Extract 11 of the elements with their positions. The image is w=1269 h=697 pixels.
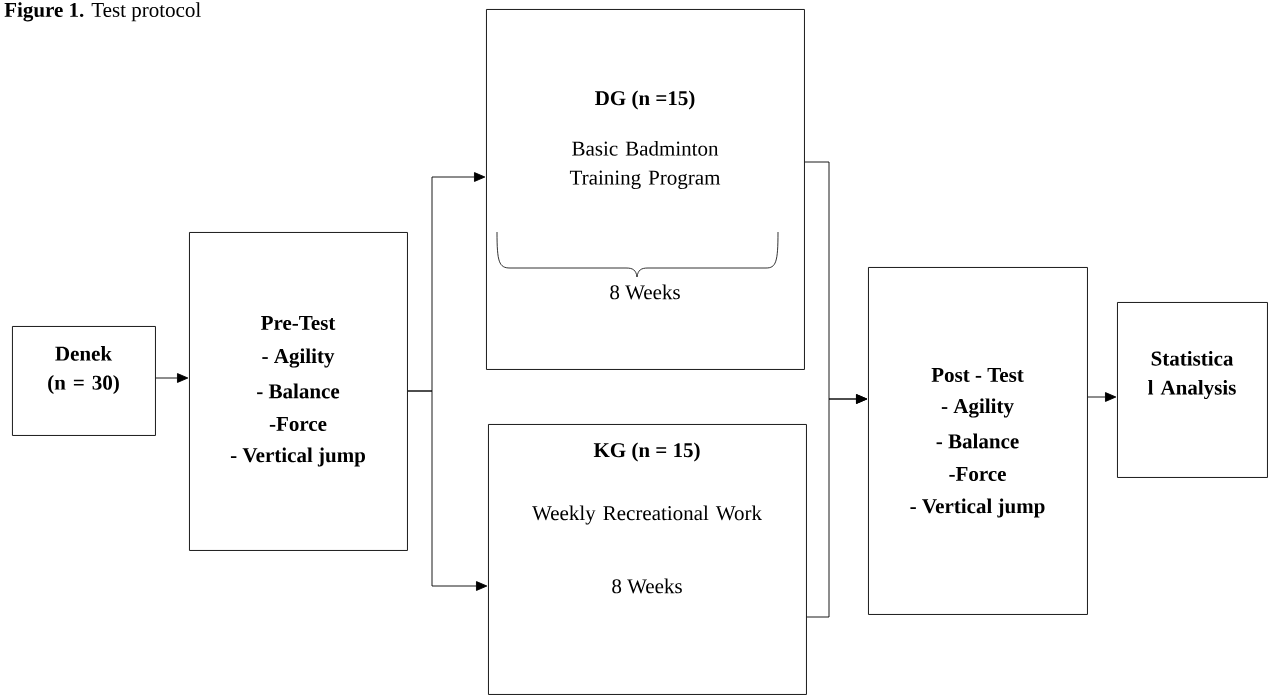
process-box: Statistica l Analysis: [1117, 302, 1268, 478]
process-box: KG (n = 15) Weekly Recreational Work 8 Weeks: [488, 424, 807, 695]
arrow: [407, 390, 488, 591]
figure-title: Figure 1. Test protocol: [4, 2, 201, 22]
arrow: [155, 373, 189, 383]
process-box: Pre-Test - Agility - Balance -Force - Vertical jump: [189, 232, 408, 551]
arrow: [1087, 392, 1117, 402]
process-box: Denek (n = 30): [12, 326, 156, 436]
process-box: DG (n =15) Basic Badminton Training Program 8 Weeks: [486, 9, 805, 370]
process-box: Post - Test - Agility - Balance -Force - Vertical jump: [868, 267, 1088, 615]
arrow: [806, 394, 868, 618]
